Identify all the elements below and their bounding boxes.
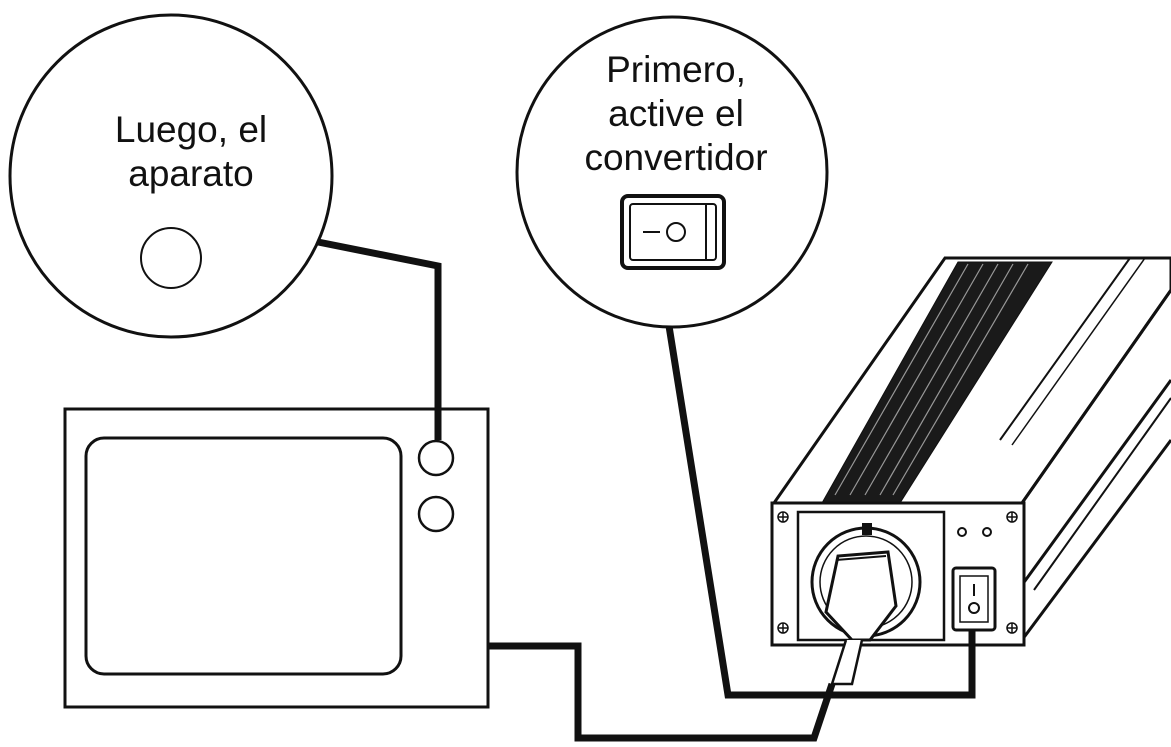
tv-knob-top: [417, 439, 455, 477]
left-callout-label: Luego, el aparato: [114, 109, 268, 194]
right-callout-label: Primero, active el convertidor: [584, 49, 768, 178]
power-switch-icon: [620, 194, 726, 270]
left-callout-circle: [8, 13, 334, 339]
power-inverter: [770, 256, 1171, 686]
ac-plug: [824, 550, 898, 686]
cable-left-callout-to-tv: [317, 238, 442, 440]
mounting-screws: [777, 511, 1018, 634]
television: [63, 407, 490, 709]
cable-right-callout-to-switch: [665, 325, 976, 699]
tv-knob-bottom: [417, 495, 455, 533]
appliance-knob-icon: [140, 227, 202, 289]
tv-screen: [84, 436, 403, 676]
left-callout: [8, 13, 334, 339]
indicator-led-1: [957, 527, 967, 537]
indicator-led-2: [982, 527, 992, 537]
tv-body: [63, 407, 490, 709]
cable-tv-to-inverter: [488, 642, 836, 742]
cables: [317, 238, 976, 742]
